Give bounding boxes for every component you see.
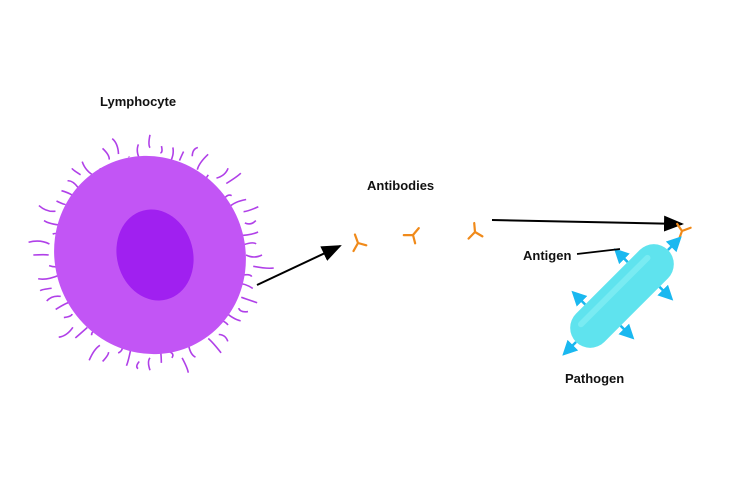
hair: [181, 357, 190, 373]
antigen-label: Antigen: [523, 248, 572, 263]
hair: [237, 307, 249, 313]
hair: [111, 138, 120, 155]
hair: [187, 345, 196, 358]
antigen-icon: [665, 236, 682, 253]
lymphocyte-cell: [54, 155, 246, 355]
hair: [101, 147, 110, 160]
hair: [147, 357, 151, 371]
hair: [58, 326, 74, 338]
antigen-icon: [562, 339, 579, 356]
arrow-to-antibodies: [256, 245, 342, 286]
hair: [148, 134, 151, 149]
pathogen: [562, 236, 682, 356]
hair: [39, 287, 52, 292]
hair: [67, 179, 79, 189]
hair: [38, 274, 60, 280]
hair: [216, 167, 229, 179]
hair: [46, 295, 61, 302]
hair: [88, 344, 101, 361]
antigens: [562, 236, 682, 356]
hair: [253, 265, 274, 270]
antibody-icon: [676, 222, 692, 241]
antibody-icon: [352, 233, 368, 253]
hair: [244, 220, 257, 225]
hair: [240, 296, 258, 304]
hair: [102, 351, 110, 362]
hair: [218, 333, 229, 342]
hair: [71, 167, 82, 176]
hair: [243, 206, 259, 213]
hair: [178, 151, 185, 161]
antigen-icon: [571, 290, 588, 307]
hair: [135, 361, 140, 370]
antibody-icon: [402, 227, 420, 245]
hair: [74, 326, 88, 339]
pathogen-label: Pathogen: [565, 371, 625, 386]
arrow-to-pathogen: [491, 215, 684, 232]
hair: [207, 337, 222, 354]
hair: [160, 145, 163, 154]
antigen-icon: [618, 323, 635, 340]
hair: [56, 200, 66, 206]
hair: [38, 204, 56, 213]
nucleus: [116, 209, 194, 301]
hair: [243, 242, 257, 246]
hair: [191, 146, 199, 157]
hair: [28, 240, 50, 245]
lymphocyte-label: Lymphocyte: [100, 94, 177, 109]
hair: [63, 313, 73, 319]
hair: [225, 172, 242, 185]
hair: [196, 153, 209, 170]
hair: [169, 351, 174, 359]
antibodies-label: Antibodies: [367, 178, 435, 193]
antigen-icon: [613, 248, 630, 265]
hair: [245, 254, 263, 258]
antigen-pointer-line: [576, 248, 621, 255]
antigen-icon: [657, 284, 674, 301]
antibody-icon: [467, 221, 484, 240]
